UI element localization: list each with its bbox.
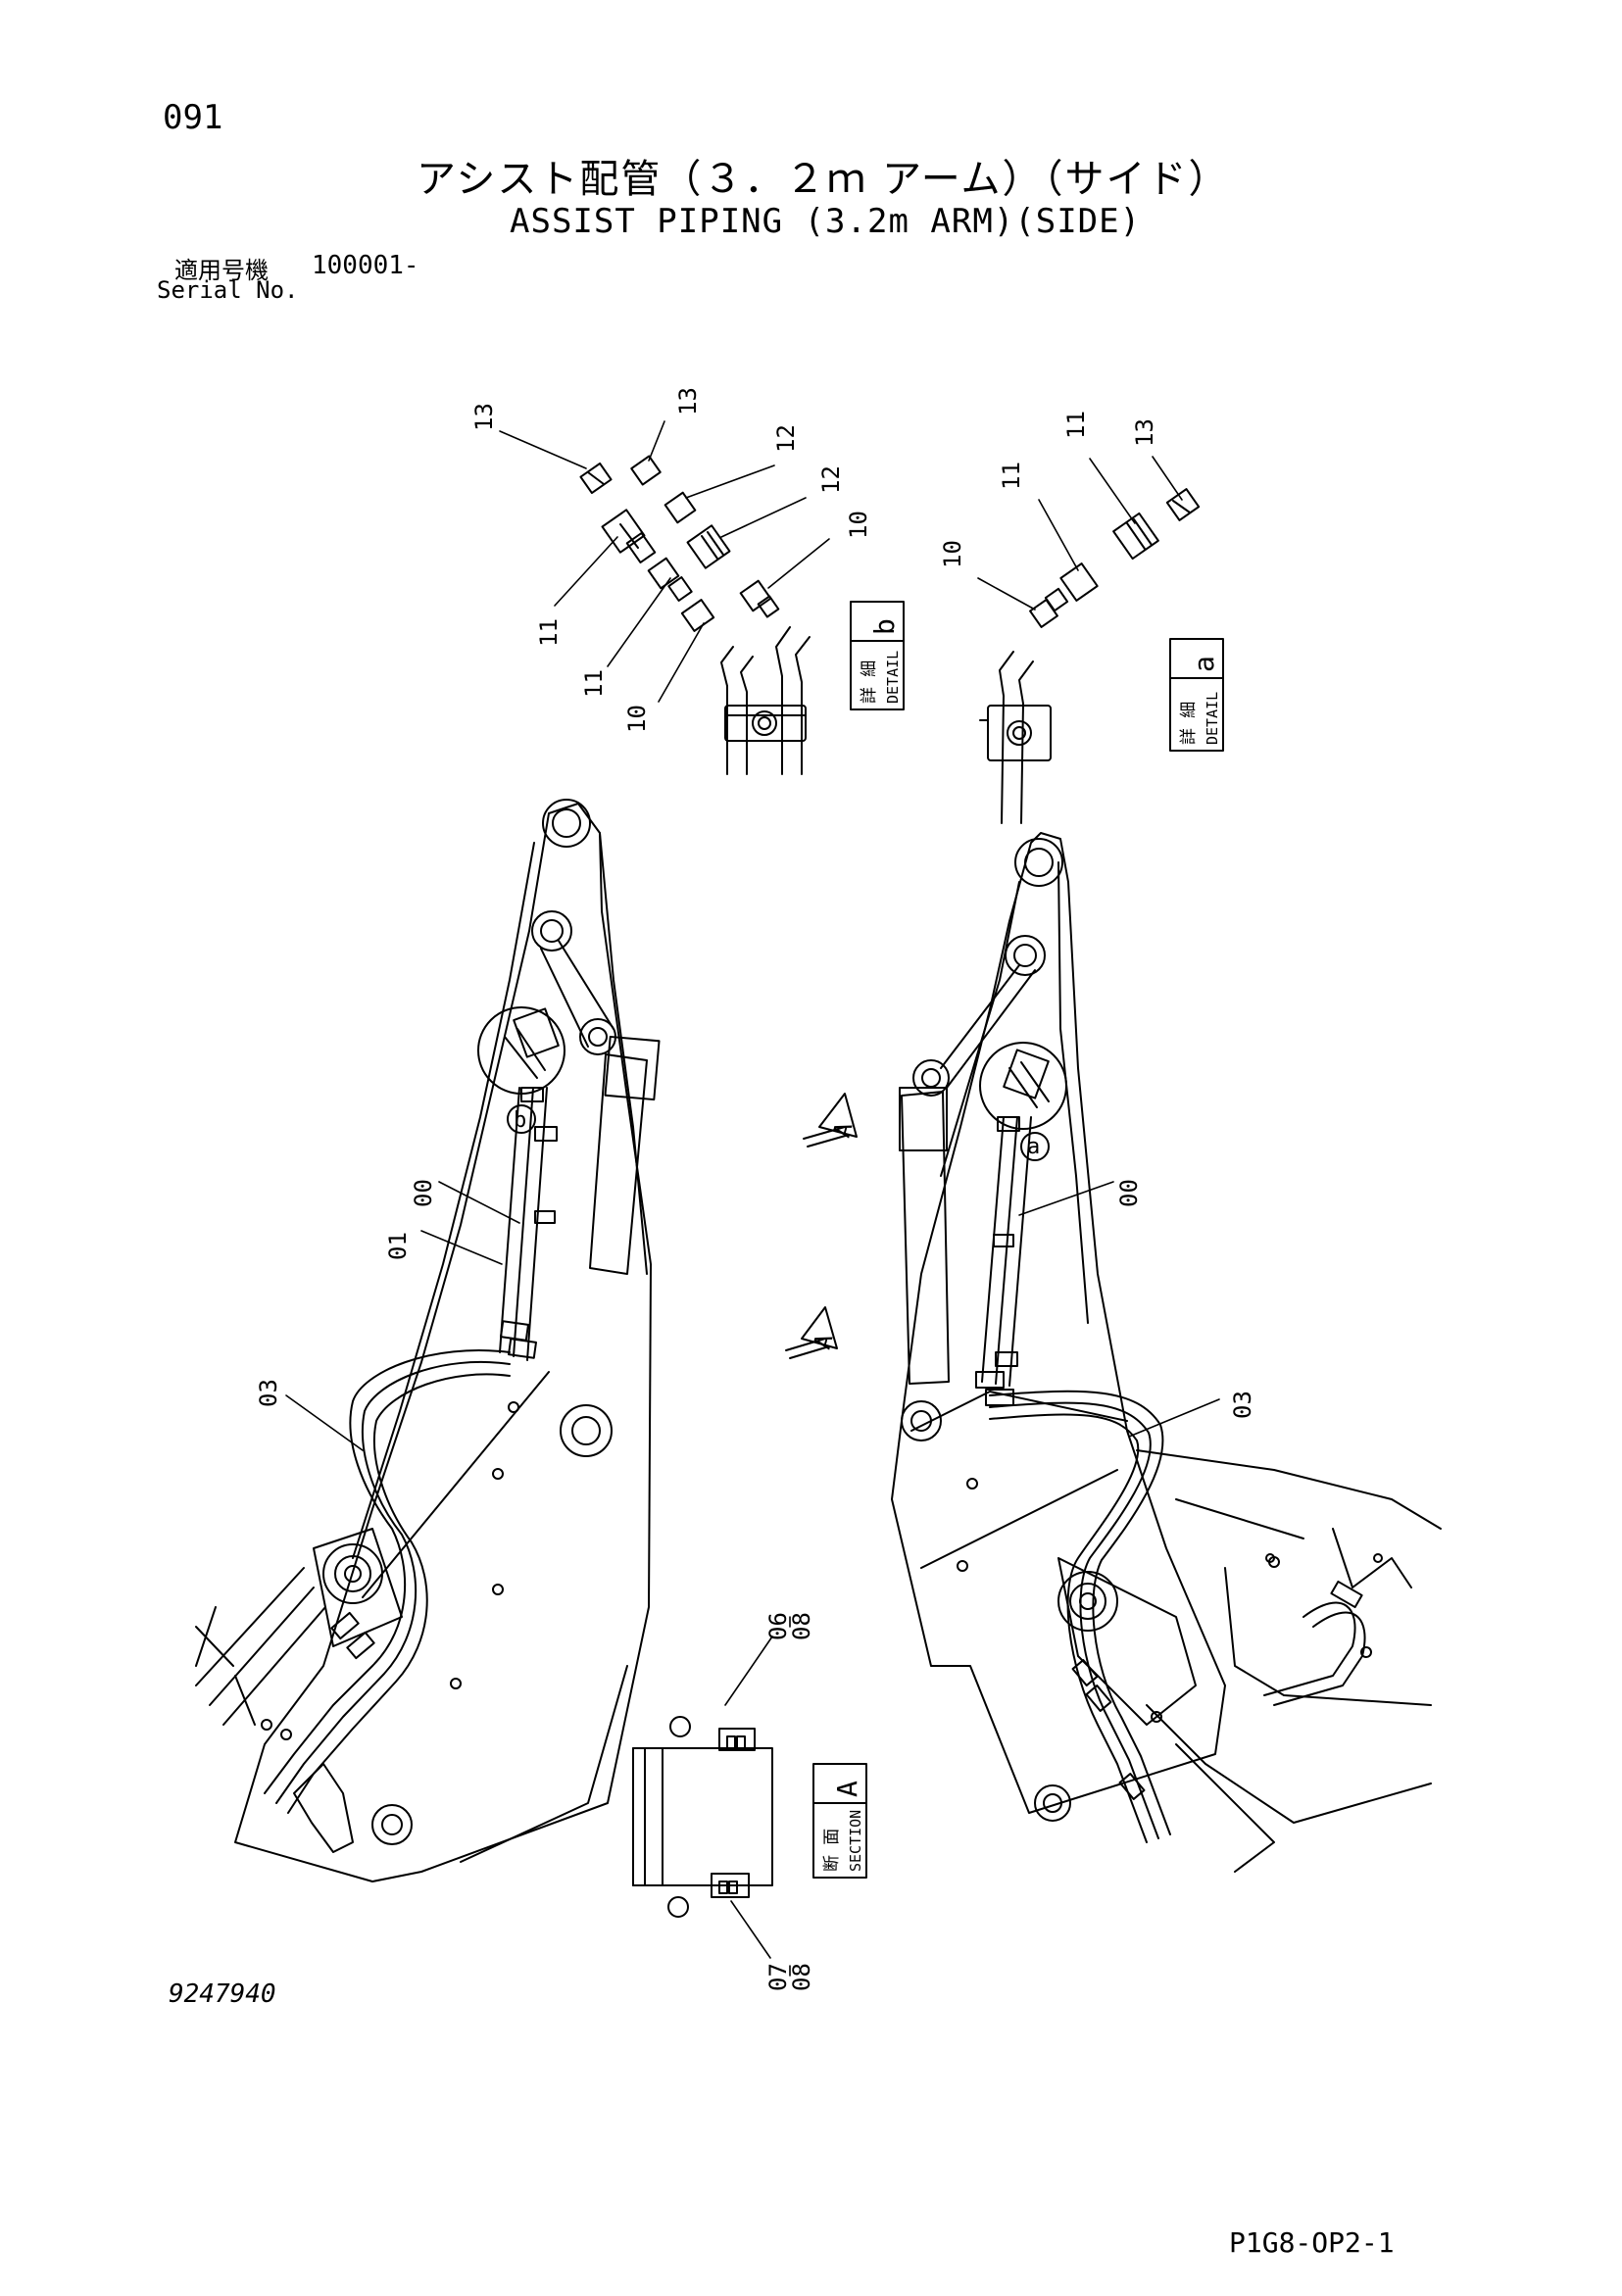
left-hose-03 bbox=[264, 1349, 511, 1794]
callout-13-c: 13 bbox=[1131, 418, 1158, 447]
tag-section-a-en: SECTION bbox=[847, 1810, 864, 1872]
callout-13-a: 13 bbox=[470, 403, 498, 431]
section-a-view bbox=[632, 1636, 773, 1959]
detail-circle-a-view bbox=[979, 1042, 1067, 1130]
detail-circle-b-view bbox=[477, 1006, 565, 1095]
right-hose-03 bbox=[989, 1413, 1148, 1843]
view-arrow-label-1: A bbox=[828, 1119, 859, 1141]
tag-section-a-letter: A bbox=[831, 1781, 863, 1797]
tag-section-a: 断 面 SECTION A bbox=[812, 1763, 867, 1879]
tag-detail-b-en: DETAIL bbox=[884, 651, 902, 704]
fitting-10-right bbox=[739, 579, 780, 618]
fitting-10-detail-a bbox=[1029, 587, 1069, 628]
tag-section-a-jp: 断 面 bbox=[822, 1829, 842, 1872]
tag-detail-a-jp: 詳 細 bbox=[1179, 702, 1199, 745]
tag-detail-a-en: DETAIL bbox=[1204, 692, 1221, 745]
view-arrow-label-2: A bbox=[809, 1331, 839, 1352]
callout-10-c: 10 bbox=[939, 540, 966, 568]
detail-leader-lines bbox=[499, 420, 1183, 703]
callout-08-a: 08 bbox=[788, 1612, 815, 1640]
callout-10-b: 10 bbox=[623, 705, 651, 733]
callout-13-b: 13 bbox=[674, 387, 702, 415]
callout-11-b: 11 bbox=[580, 669, 608, 698]
serial-label-english: Serial No. bbox=[157, 276, 299, 304]
serial-number-value: 100001- bbox=[312, 251, 419, 280]
callout-01-left: 01 bbox=[384, 1232, 412, 1260]
title-english: ASSIST PIPING (3.2m ARM)(SIDE) bbox=[510, 202, 1142, 241]
fitting-11-middle bbox=[647, 557, 693, 602]
page-code: P1G8-OP2-1 bbox=[1229, 2226, 1395, 2259]
callout-00-right: 00 bbox=[1115, 1179, 1143, 1207]
pipe-detail-a bbox=[979, 651, 1052, 824]
callout-03-left: 03 bbox=[255, 1379, 282, 1407]
callout-07: 07 bbox=[764, 1963, 792, 1991]
fitting-13-right bbox=[630, 455, 662, 486]
callout-11-d: 11 bbox=[998, 462, 1025, 490]
serial-label-japanese: 適用号機 bbox=[174, 257, 269, 284]
view-arrow-a-lower bbox=[785, 1306, 838, 1359]
tag-detail-b-jp: 詳 細 bbox=[860, 660, 879, 704]
right-pipe-00 bbox=[981, 1116, 1032, 1387]
page-number: 091 bbox=[163, 98, 223, 137]
fitting-11-detail-a-small bbox=[1059, 562, 1099, 602]
detail-b-exploded-view bbox=[579, 455, 811, 775]
tag-detail-a: 詳 細 DETAIL a bbox=[1169, 638, 1224, 752]
arm-leader-lines bbox=[285, 1181, 1220, 1451]
right-arm-cylinder bbox=[901, 1091, 950, 1385]
right-boom bbox=[1136, 1449, 1442, 1873]
callout-12-b: 12 bbox=[817, 465, 845, 494]
right-arm-assembly bbox=[891, 832, 1442, 1873]
circle-a-letter: a bbox=[1027, 1135, 1040, 1159]
fitting-12-top bbox=[664, 491, 697, 524]
callout-03-right: 03 bbox=[1229, 1391, 1256, 1419]
callout-00-left: 00 bbox=[410, 1179, 437, 1207]
fitting-11-detail-a-large bbox=[1112, 512, 1159, 561]
left-arm-body bbox=[234, 803, 652, 1882]
detail-a-exploded-view bbox=[979, 488, 1201, 824]
circle-b-letter: b bbox=[514, 1108, 526, 1133]
callout-08-b: 08 bbox=[788, 1963, 815, 1991]
fitting-13-detail-a bbox=[1165, 488, 1201, 521]
tag-detail-a-letter: a bbox=[1188, 656, 1220, 672]
callout-10-a: 10 bbox=[845, 511, 872, 539]
circle-a-badge bbox=[1020, 1132, 1050, 1161]
drawing-number: 9247940 bbox=[169, 1979, 276, 2009]
title-japanese: アシスト配管（３．２ｍ アーム）（サイド） bbox=[417, 157, 1230, 202]
fitting-11-left bbox=[601, 509, 657, 563]
fitting-10-left bbox=[680, 599, 715, 632]
callout-11-c: 11 bbox=[1062, 411, 1090, 439]
tag-detail-b-letter: b bbox=[868, 618, 901, 635]
fitting-13-left bbox=[579, 462, 613, 495]
left-arm-assembly bbox=[195, 799, 661, 1882]
callout-11-a: 11 bbox=[535, 618, 563, 647]
callout-06: 06 bbox=[764, 1612, 792, 1640]
callout-12-a: 12 bbox=[772, 424, 800, 453]
view-arrow-a-upper bbox=[803, 1093, 858, 1148]
callout-numbers: 13 13 12 12 10 11 11 10 11 13 11 10 00 0… bbox=[255, 387, 1256, 1991]
circle-b-badge bbox=[507, 1104, 536, 1134]
pipe-pair-detail-b bbox=[720, 626, 811, 775]
tag-detail-b: 詳 細 DETAIL b bbox=[850, 601, 905, 710]
left-arm-cylinder bbox=[589, 1053, 648, 1275]
fitting-12-bottom bbox=[686, 524, 731, 569]
left-boom-lower bbox=[195, 1606, 256, 1726]
right-arm-body bbox=[891, 832, 1226, 1814]
